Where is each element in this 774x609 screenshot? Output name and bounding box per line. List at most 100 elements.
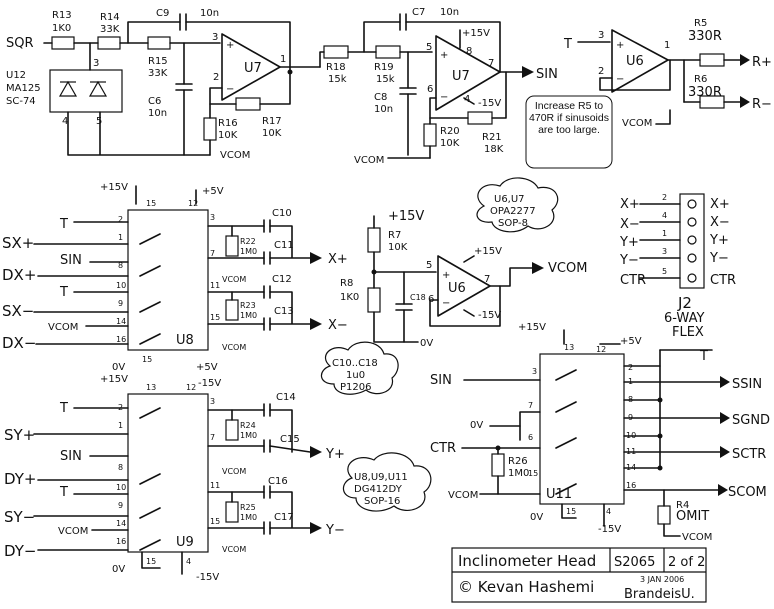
u9-chip [127, 393, 209, 553]
r21-label: R21 [482, 132, 502, 143]
u11-switch-glyphs [555, 369, 577, 495]
xminus-arrow-icon [310, 318, 322, 330]
dx-plus-label: DX+ [2, 266, 36, 284]
bottom-left-section: 0V +15V +5V -15V 13 12 U9 T 2 SY+ 1 SIN … [4, 341, 432, 583]
svg-text:2: 2 [662, 193, 667, 202]
u7b-pin6: 6 [427, 84, 433, 95]
svg-text:+: + [442, 270, 450, 281]
u6-mid-label: U6 [448, 281, 466, 296]
r17-value: 10K [262, 128, 282, 139]
r15-resistor [147, 36, 171, 50]
c12-capacitor [263, 285, 271, 299]
author-text: © Kevan Hashemi [458, 578, 594, 596]
r7-resistor [367, 227, 381, 253]
c16-capacitor [263, 485, 271, 499]
u11-ov-bottom: 0V [530, 512, 543, 523]
sx-minus-label: SX− [2, 302, 34, 320]
rminus-arrow-icon [740, 96, 750, 108]
svg-text:+: + [440, 50, 448, 61]
note-text: Increase R5 to 470R if sinusoids are too… [529, 100, 609, 136]
svg-text:15: 15 [566, 507, 576, 516]
note-box [525, 95, 613, 169]
svg-text:12: 12 [186, 383, 196, 392]
u9-m15v-top: -15V [198, 378, 221, 389]
org-text: BrandeisU. [624, 587, 695, 602]
u8-t2: T [59, 285, 68, 300]
u11-sin: SIN [430, 373, 452, 388]
r6-value: 330R [688, 85, 722, 100]
dx-minus-label: DX− [2, 334, 36, 352]
cloud1-line2: OPA2277 [490, 206, 536, 217]
u7-right-opamp [435, 35, 501, 111]
u7a-pin3: 3 [212, 32, 218, 43]
vcom-top-left: VCOM [220, 150, 250, 161]
sgnd-label: SGND [732, 413, 770, 428]
r24-vcom: VCOM [222, 467, 246, 476]
u6-top-label: U6 [626, 54, 644, 69]
c15-label: C15 [280, 434, 300, 445]
r22-vcom: VCOM [222, 275, 246, 284]
c13-label: C13 [274, 306, 294, 317]
u8-vcom: VCOM [48, 322, 78, 333]
c10-label: C10 [272, 208, 292, 219]
svg-text:11: 11 [210, 281, 220, 290]
r25-label: R25 [240, 503, 256, 512]
sgnd-arrow-icon [720, 412, 730, 424]
c8-capacitor [399, 87, 417, 95]
r20-resistor [423, 123, 437, 147]
svg-text:7: 7 [484, 274, 490, 285]
u7b-pin8: 8 [466, 46, 472, 57]
rplus-label: R+ [752, 55, 772, 70]
mid-ov: 0V [420, 338, 433, 349]
sheet-number: 2 of 2 [668, 555, 705, 570]
j2-xminus-left: X− [620, 217, 640, 232]
r18-value: 15k [328, 74, 347, 85]
u9-switch-glyphs [139, 407, 161, 551]
c9-capacitor [179, 13, 187, 31]
c17-capacitor [263, 521, 271, 535]
r5-value: 330R [688, 29, 722, 44]
u9-p15v: +15V [100, 374, 128, 385]
r24-resistor [225, 419, 239, 441]
c6-capacitor [175, 83, 193, 91]
svg-text:4: 4 [662, 211, 667, 220]
vcom-out-label: VCOM [548, 261, 587, 276]
svg-text:−: − [226, 84, 234, 95]
j2-ctr-left: CTR [620, 273, 646, 288]
yminus-arrow-icon [310, 522, 322, 534]
vcom-top-mid: VCOM [354, 155, 384, 166]
u9-p5v: +5V [196, 362, 218, 373]
title-text: Inclinometer Head [458, 552, 596, 570]
cloud3-line1: U8,U9,U11 [354, 472, 408, 483]
u8-sin: SIN [60, 253, 82, 268]
r24-label: R24 [240, 421, 256, 430]
svg-text:3: 3 [532, 367, 537, 376]
c14-label: C14 [276, 392, 296, 403]
vcom-p15v: +15V [388, 209, 424, 224]
c7-value: 10n [440, 7, 459, 18]
j2-ctr-right: CTR [710, 273, 736, 288]
r18-label: R18 [326, 62, 346, 73]
r25-vcom: VCOM [222, 545, 246, 554]
c10-capacitor [263, 219, 271, 233]
j2-yminus-left: Y− [619, 253, 639, 268]
u8-p5v: +5V [202, 186, 224, 197]
u12-part: MA125 [6, 83, 41, 94]
svg-text:6: 6 [528, 433, 533, 442]
u7a-pin2: 2 [213, 72, 219, 83]
u7-left-label: U7 [244, 61, 262, 76]
cloud-opamp-note [476, 177, 559, 233]
u11-chip [539, 353, 625, 505]
j2-yplus-left: Y+ [619, 235, 639, 250]
u9-ov: 0V [112, 362, 125, 373]
u12-pin4: 4 [62, 116, 68, 127]
svg-text:13: 13 [146, 383, 156, 392]
svg-text:10: 10 [116, 281, 126, 290]
u6-top-pin1: 1 [664, 40, 670, 51]
r21-value: 18K [484, 144, 504, 155]
u8-p15v: +15V [100, 182, 128, 193]
u12-package [49, 69, 123, 113]
j2-connector [679, 193, 705, 289]
